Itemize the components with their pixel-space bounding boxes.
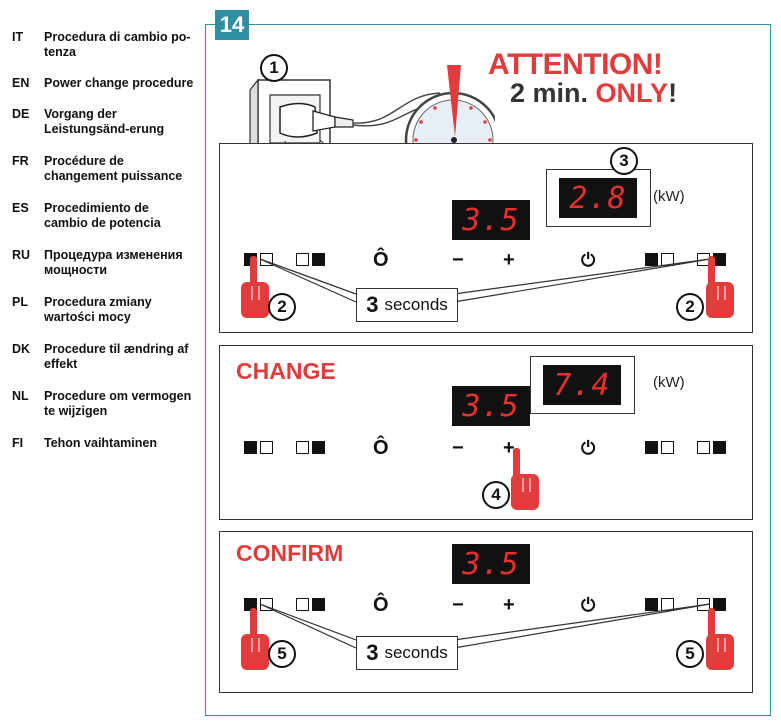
lang-code: NL: [12, 389, 29, 403]
lang-text: Procedure om vermogen te wijzigen: [44, 389, 192, 418]
pointing-hand-icon: [241, 608, 269, 670]
step-5-marker-right: 5: [676, 640, 704, 668]
plus-key[interactable]: +: [503, 437, 515, 459]
lang-entry-ru: RU Процедура изменения мощности: [12, 248, 196, 278]
power-display: 2.8: [559, 178, 637, 218]
pointing-hand-icon: [706, 256, 734, 318]
lang-entry-nl: NL Procedure om vermogen te wijzigen: [12, 389, 196, 419]
control-row: Ô − + ⏻: [220, 248, 752, 272]
lang-code: RU: [12, 248, 31, 262]
zone-display: 3.5: [452, 200, 530, 240]
lang-text: Procedura zmiany wartości mocy: [44, 295, 152, 324]
lang-entry-de: DE Vorgang der Leistungsänd-erung: [12, 107, 196, 137]
panel-change: CHANGE 3.5 7.4 (kW) Ô − + ⏻ 4: [219, 345, 753, 520]
panel-enter-mode: 3.5 2.8 (kW) 3 Ô − + ⏻ 3 seconds 2 2: [219, 143, 753, 333]
power-key[interactable]: ⏻: [581, 595, 596, 615]
plus-key[interactable]: +: [503, 594, 515, 616]
minus-key[interactable]: −: [452, 437, 464, 459]
step-number-badge: 14: [215, 10, 249, 40]
exclamation: !: [668, 78, 678, 108]
figure-frame: [205, 24, 771, 716]
step-1-marker: 1: [260, 54, 288, 82]
plus-key[interactable]: +: [503, 249, 515, 271]
seconds-number: 3: [366, 292, 379, 317]
zone-left-selector[interactable]: [244, 441, 273, 454]
minus-key[interactable]: −: [452, 594, 464, 616]
change-title: CHANGE: [236, 358, 336, 384]
lock-key[interactable]: Ô: [373, 249, 389, 271]
confirm-title: CONFIRM: [236, 540, 344, 566]
zone-display: 3.5: [452, 386, 530, 426]
zone-right-selector[interactable]: [645, 253, 674, 266]
power-key[interactable]: ⏻: [581, 250, 596, 270]
lang-text: Procedura di cambio po-tenza: [44, 30, 191, 59]
lang-text: Vorgang der Leistungsänd-erung: [44, 107, 165, 136]
seconds-text: seconds: [384, 643, 448, 662]
attention-title: ATTENTION!: [488, 48, 663, 81]
lang-code: FI: [12, 436, 24, 450]
lang-entry-dk: DK Procedure til ændring af effekt: [12, 342, 196, 372]
step-2-marker-left: 2: [268, 293, 296, 321]
lang-entry-it: IT Procedura di cambio po-tenza: [12, 30, 196, 60]
power-key[interactable]: ⏻: [581, 438, 596, 458]
kw-unit-label: (kW): [653, 374, 685, 391]
lang-code: FR: [12, 154, 29, 168]
lang-code: DK: [12, 342, 31, 356]
pointing-hand-icon: [511, 448, 539, 510]
lang-text: Tehon vaihtaminen: [44, 436, 157, 450]
power-display: 7.4: [543, 365, 621, 405]
lang-code: IT: [12, 30, 24, 44]
power-popup: 7.4: [530, 356, 635, 414]
hold-3-seconds-label: 3 seconds: [356, 288, 458, 322]
zone-left-rear-selector[interactable]: [296, 253, 325, 266]
lang-entry-fr: FR Procédure de changement puissance: [12, 154, 196, 184]
lang-code: ES: [12, 201, 29, 215]
control-row: Ô − + ⏻: [220, 436, 752, 460]
lang-text: Power change procedure: [44, 76, 194, 90]
lang-entry-pl: PL Procedura zmiany wartości mocy: [12, 295, 196, 325]
lang-text: Procedure til ændring af effekt: [44, 342, 189, 371]
zone-display: 3.5: [452, 544, 530, 584]
zone-right-rear-selector[interactable]: [697, 441, 726, 454]
step-5-marker-left: 5: [268, 640, 296, 668]
hold-3-seconds-label: 3 seconds: [356, 636, 458, 670]
zone-left-rear-selector[interactable]: [296, 598, 325, 611]
timer-hand: [447, 65, 461, 137]
lang-code: EN: [12, 76, 30, 90]
lang-text: Procedimiento de cambio de potencia: [44, 201, 161, 230]
seconds-text: seconds: [384, 295, 448, 314]
lock-key[interactable]: Ô: [373, 437, 389, 459]
lang-code: PL: [12, 295, 28, 309]
step-4-marker: 4: [482, 481, 510, 509]
lang-entry-fi: FI Tehon vaihtaminen: [12, 436, 196, 451]
step-3-marker: 3: [610, 147, 638, 175]
minus-key[interactable]: −: [452, 249, 464, 271]
pointing-hand-icon: [706, 608, 734, 670]
seconds-number: 3: [366, 640, 379, 665]
zone-left-rear-selector[interactable]: [296, 441, 325, 454]
zone-right-selector[interactable]: [645, 441, 674, 454]
lang-code: DE: [12, 107, 30, 121]
lang-entry-en: EN Power change procedure: [12, 76, 196, 91]
lang-text: Procédure de changement puissance: [44, 154, 183, 183]
only-text: ONLY: [595, 78, 669, 108]
attention-duration: 2 min. ONLY!: [510, 78, 677, 109]
panel-confirm: CONFIRM 3.5 Ô − + ⏻ 3 seconds 5 5: [219, 531, 753, 693]
plug: [279, 102, 318, 138]
control-row: Ô − + ⏻: [220, 593, 752, 617]
lang-entry-es: ES Procedimiento de cambio de potencia: [12, 201, 196, 231]
duration-text: 2 min.: [510, 78, 589, 108]
power-popup: 2.8: [546, 169, 651, 227]
lock-key[interactable]: Ô: [373, 594, 389, 616]
zone-right-selector[interactable]: [645, 598, 674, 611]
kw-unit-label: (kW): [653, 188, 685, 205]
lang-text: Процедура изменения мощности: [44, 248, 183, 277]
step-2-marker-right: 2: [676, 293, 704, 321]
pointing-hand-icon: [241, 256, 269, 318]
